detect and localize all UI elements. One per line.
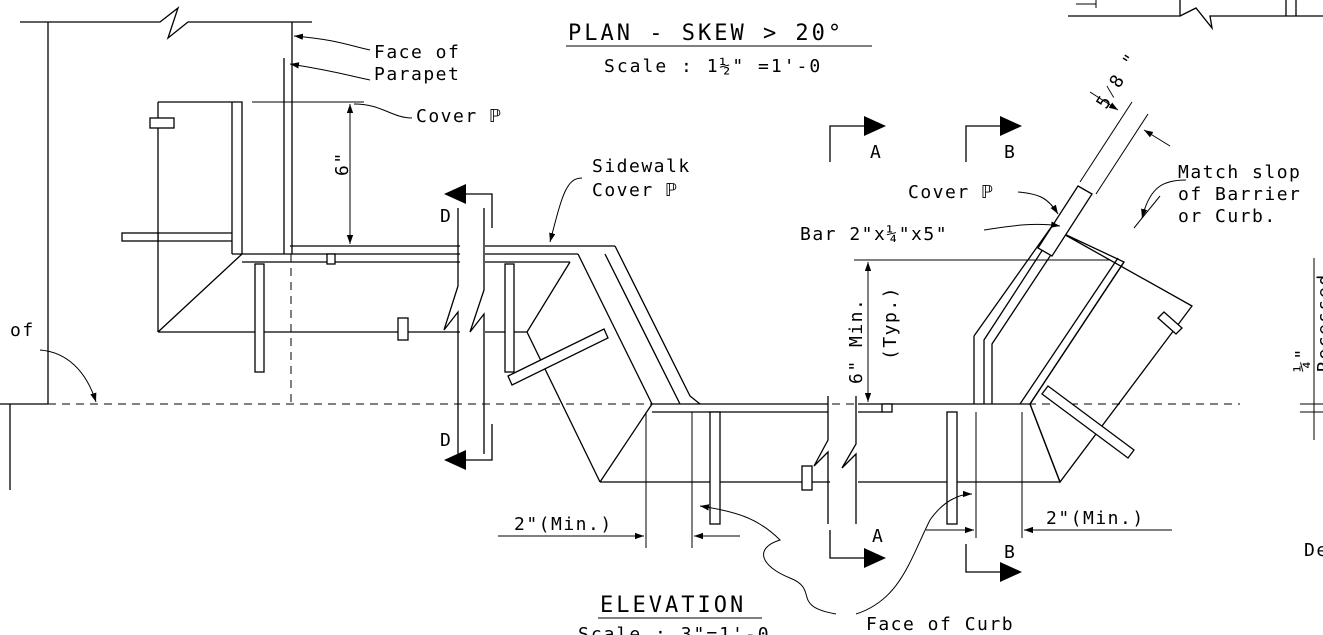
label-face-of-parapet-1: Face of [374,42,460,63]
section-label-d-top: D [440,206,451,227]
label-right-frac: ¼" [1292,347,1313,372]
label-2in-min-right: 2"(Min.) [1046,508,1145,529]
section-marker-b-bottom [965,544,1022,582]
section-marker-a-top [829,116,886,162]
section-marker-a-bottom [829,530,886,568]
label-2in-min-left: 2"(Min.) [514,514,613,535]
label-sidewalk-2: Cover ℙ [592,180,678,201]
label-match-slope-1: Match slop [1178,162,1301,183]
parapet-break-line [0,6,312,490]
sidewalk-cover-plate [232,245,701,483]
section-label-a-bottom: A [872,526,883,547]
label-right-bottom: De [1304,540,1323,561]
section-label-a-top: A [870,142,881,163]
plan-scale: Scale : 1½" =1'-0 [604,56,822,77]
dimension-2in-right [926,412,1172,538]
dimension-6in-min [854,259,1110,402]
elevation-scale: Scale : 3"=1'-0 [578,624,771,635]
label-face-of-parapet-2: Parapet [374,64,460,85]
parapet-face-lines [283,22,293,254]
label-left-cut: of [10,320,35,341]
label-5-8in: 5⁄8 " [1092,49,1142,112]
label-match-slope-2: of Barrier [1178,184,1301,205]
label-sidewalk-1: Sidewalk [592,156,691,177]
top-right-fragment [1068,0,1323,31]
section-marker-d-bottom [444,424,493,470]
elevation-plate [599,403,1060,525]
dimension-2in-left [498,412,740,548]
plan-title: PLAN - SKEW > 20° [568,21,844,46]
label-6in-min: 6" Min. [846,298,867,384]
elevation-title: ELEVATION [600,593,746,618]
section-label-d-bottom: D [440,430,451,451]
leader-lines [39,33,1187,615]
left-expansion-block [121,101,460,404]
section-label-b-bottom: B [1004,542,1015,563]
break-symbol-center [813,396,857,524]
break-symbol-left [443,208,485,454]
label-cover-plate-top: Cover ℙ [416,106,502,127]
dimension-6in-left [252,101,364,244]
label-cover-plate-right: Cover ℙ [908,182,994,203]
right-skewed-block [973,185,1193,484]
label-face-of-curb: Face of Curb [866,614,1014,635]
label-bar: Bar 2"x¼"x5" [800,224,948,245]
label-6in-left: 6" [332,151,353,176]
section-marker-d-top [444,184,493,228]
section-label-b-top: B [1004,142,1015,163]
dimension-5-8in [1079,91,1171,229]
label-right-cut: Recessed [1314,273,1323,372]
label-match-slope-3: or Curb. [1178,206,1277,227]
right-edge-fragment [1300,258,1323,440]
section-marker-b-top [965,116,1022,162]
label-typ: (Typ.) [880,286,901,360]
